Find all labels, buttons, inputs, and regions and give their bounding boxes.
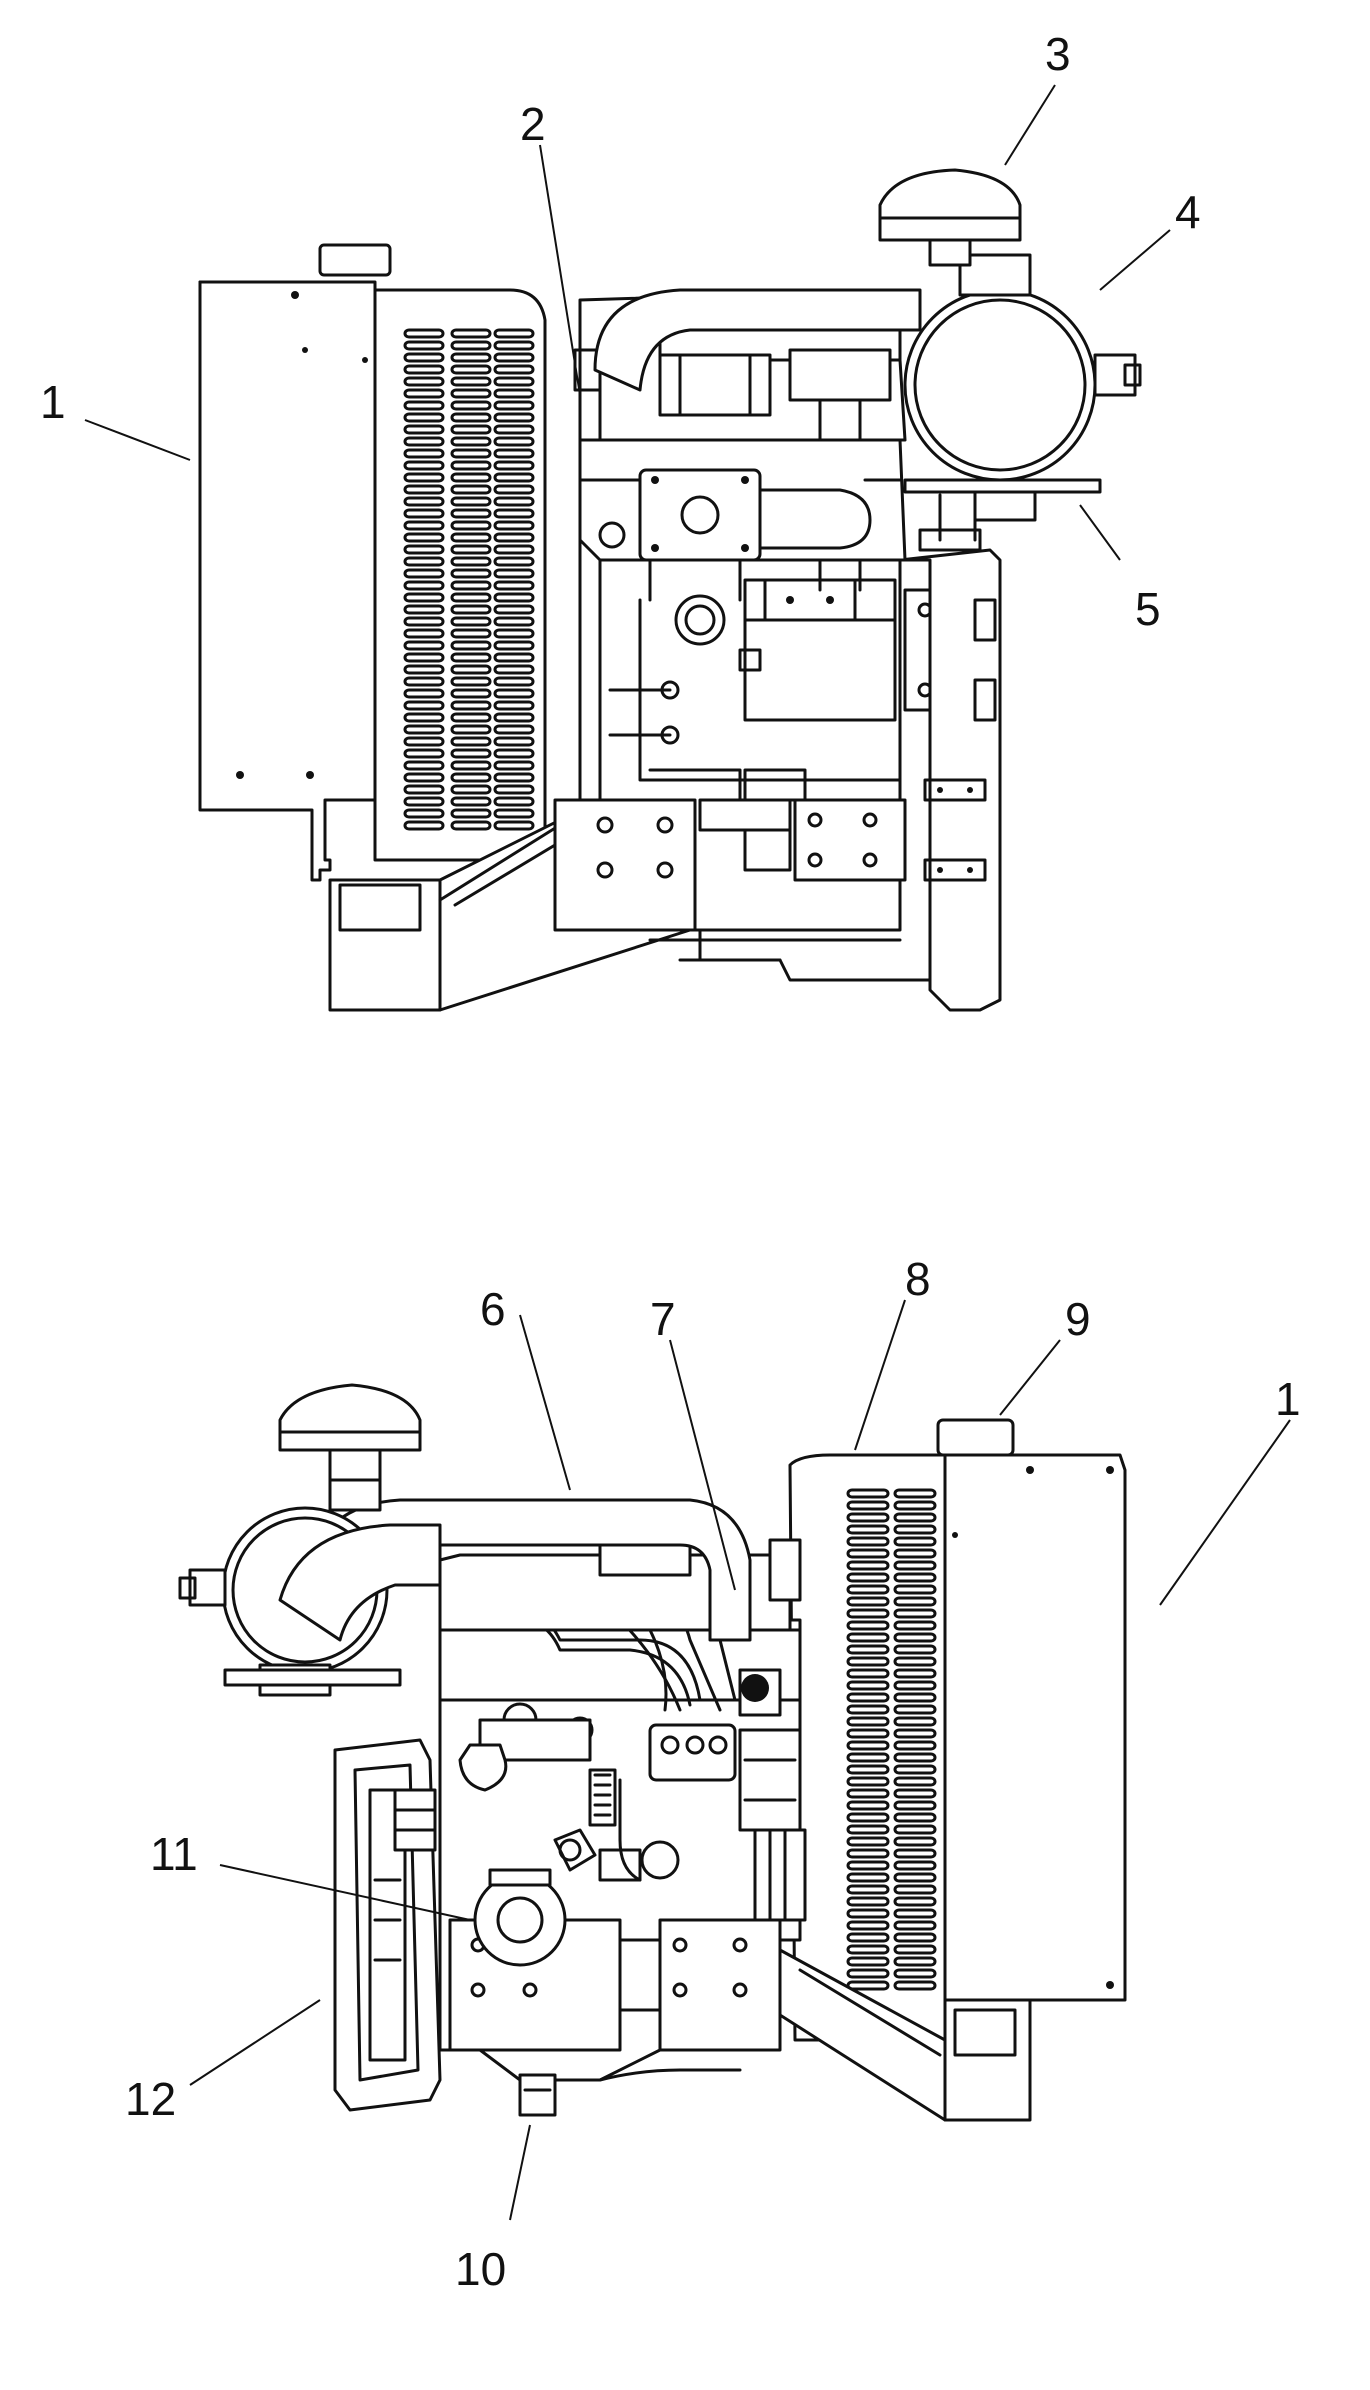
callout-1-top: 1 — [40, 376, 191, 461]
callout-label: 6 — [480, 1283, 506, 1335]
rocker-cover-bottom — [438, 1538, 802, 1632]
callout-3-top: 3 — [1004, 28, 1071, 166]
callout-1-bottom: 1 — [1159, 1373, 1301, 1606]
callout-2-top: 2 — [520, 98, 581, 396]
callout-label: 1 — [1275, 1373, 1301, 1425]
engine-view-top: 1 2 3 4 5 — [40, 28, 1201, 1012]
callout-label: 11 — [150, 1828, 198, 1880]
callout-12-bottom: 12 — [125, 1999, 321, 2125]
pre-cleaner-cap-top — [878, 168, 1022, 267]
callout-5-top: 5 — [1079, 504, 1161, 635]
support-bracket-top — [903, 478, 1102, 552]
callout-6-bottom: 6 — [480, 1283, 571, 1491]
flywheel-housing-top — [898, 548, 1002, 1012]
callout-8-bottom: 8 — [854, 1253, 931, 1451]
pre-cleaner-cap-bottom — [278, 1383, 422, 1512]
callout-label: 5 — [1135, 583, 1161, 635]
callout-label: 4 — [1175, 186, 1201, 238]
rocker-cover-top — [573, 338, 907, 442]
callout-label: 7 — [650, 1293, 676, 1345]
callout-10-bottom: 10 — [455, 2124, 531, 2295]
callout-label: 10 — [455, 2243, 506, 2295]
air-cleaner-bottom — [178, 1506, 442, 1697]
callout-label: 2 — [520, 98, 546, 150]
radiator-grill-top — [403, 328, 535, 831]
intake-hose-top — [593, 288, 922, 392]
cylinder-head-bottom — [438, 1628, 807, 1922]
radiator-bottom — [788, 1453, 1127, 2082]
air-cleaner-top — [903, 253, 1142, 522]
radiator-mount-top — [328, 878, 442, 1012]
callout-label: 9 — [1065, 1293, 1091, 1345]
radiator-mount-bottom — [943, 1998, 1032, 2122]
callout-4-top: 4 — [1099, 186, 1201, 291]
callout-label: 3 — [1045, 28, 1071, 80]
callout-7-bottom: 7 — [650, 1293, 736, 1591]
cylinder-head-top — [578, 438, 907, 592]
starter-motor-top — [738, 578, 947, 722]
radiator-top — [198, 243, 547, 882]
radiator-grill-bottom — [846, 1488, 937, 1991]
callout-11-bottom: 11 — [150, 1828, 471, 1921]
engine-view-bottom: 6 7 8 9 1 11 12 10 — [125, 1253, 1301, 2295]
callout-label: 12 — [125, 2073, 176, 2125]
radiator-cap-bottom — [936, 1418, 1015, 1457]
fan-guard-bottom — [333, 1738, 442, 2112]
callout-9-bottom: 9 — [999, 1293, 1091, 1416]
oil-filter-bottom — [473, 1828, 597, 1967]
callout-label: 8 — [905, 1253, 931, 1305]
callout-label: 1 — [40, 376, 66, 428]
